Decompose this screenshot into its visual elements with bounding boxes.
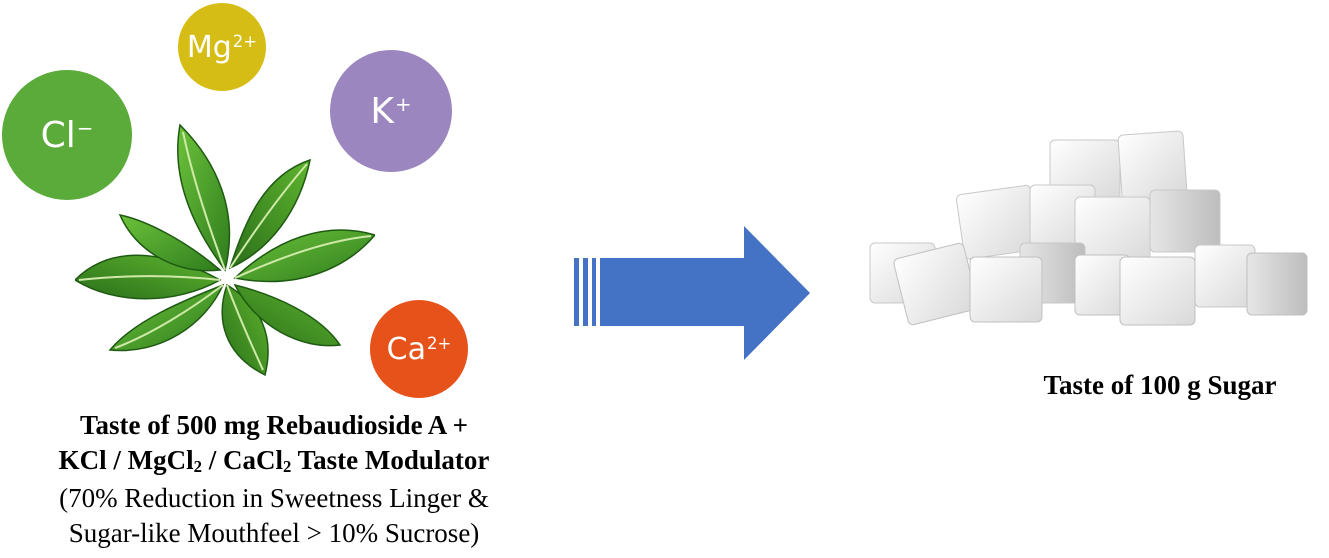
left-caption-line2-sub2: 2 bbox=[282, 457, 292, 477]
ca-ion-charge: 2+ bbox=[427, 333, 452, 353]
leaf-upper-left bbox=[118, 213, 222, 272]
left-caption-line2-b: / CaCl bbox=[201, 445, 283, 475]
left-caption-line3: (70% Reduction in Sweetness Linger & bbox=[59, 483, 489, 513]
left-caption-line1: Taste of 500 mg Rebaudioside A + bbox=[80, 410, 468, 440]
right-caption-text: Taste of 100 g Sugar bbox=[1043, 370, 1277, 400]
left-caption-line4: Sugar-like Mouthfeel > 10% Sucrose) bbox=[68, 518, 480, 548]
left-caption-line2-a: KCl / MgCl bbox=[58, 445, 194, 475]
right-caption: Taste of 100 g Sugar bbox=[985, 368, 1329, 403]
left-caption-line2: KCl / MgCl2 / CaCl2 Taste Modulator bbox=[58, 445, 490, 477]
left-caption-line2-sub1: 2 bbox=[193, 457, 202, 477]
leaf-right bbox=[233, 229, 375, 283]
cl-ion-circle: Cl− bbox=[2, 70, 132, 200]
left-caption-line2-c: Taste Modulator bbox=[291, 445, 490, 475]
leaf-bottom-right bbox=[233, 283, 342, 347]
leaf-top-right bbox=[228, 158, 311, 270]
stevia-leaves-image bbox=[75, 123, 375, 377]
mg-ion-charge: 2+ bbox=[232, 31, 258, 51]
left-caption: Taste of 500 mg Rebaudioside A + KCl / M… bbox=[0, 408, 548, 551]
k-ion-circle: K+ bbox=[330, 50, 452, 172]
right-arrow-icon bbox=[574, 226, 810, 360]
leaf-bottom-left bbox=[108, 283, 225, 352]
leaf-top bbox=[177, 123, 231, 272]
mg-ion-symbol: Mg bbox=[186, 29, 232, 65]
cl-ion-charge: − bbox=[76, 116, 94, 140]
k-ion-symbol: K bbox=[370, 90, 395, 132]
sugar-cubes-image bbox=[869, 130, 1308, 326]
ca-ion-symbol: Ca bbox=[386, 331, 426, 367]
cl-ion-symbol: Cl bbox=[40, 114, 76, 156]
k-ion-charge: + bbox=[395, 92, 412, 116]
